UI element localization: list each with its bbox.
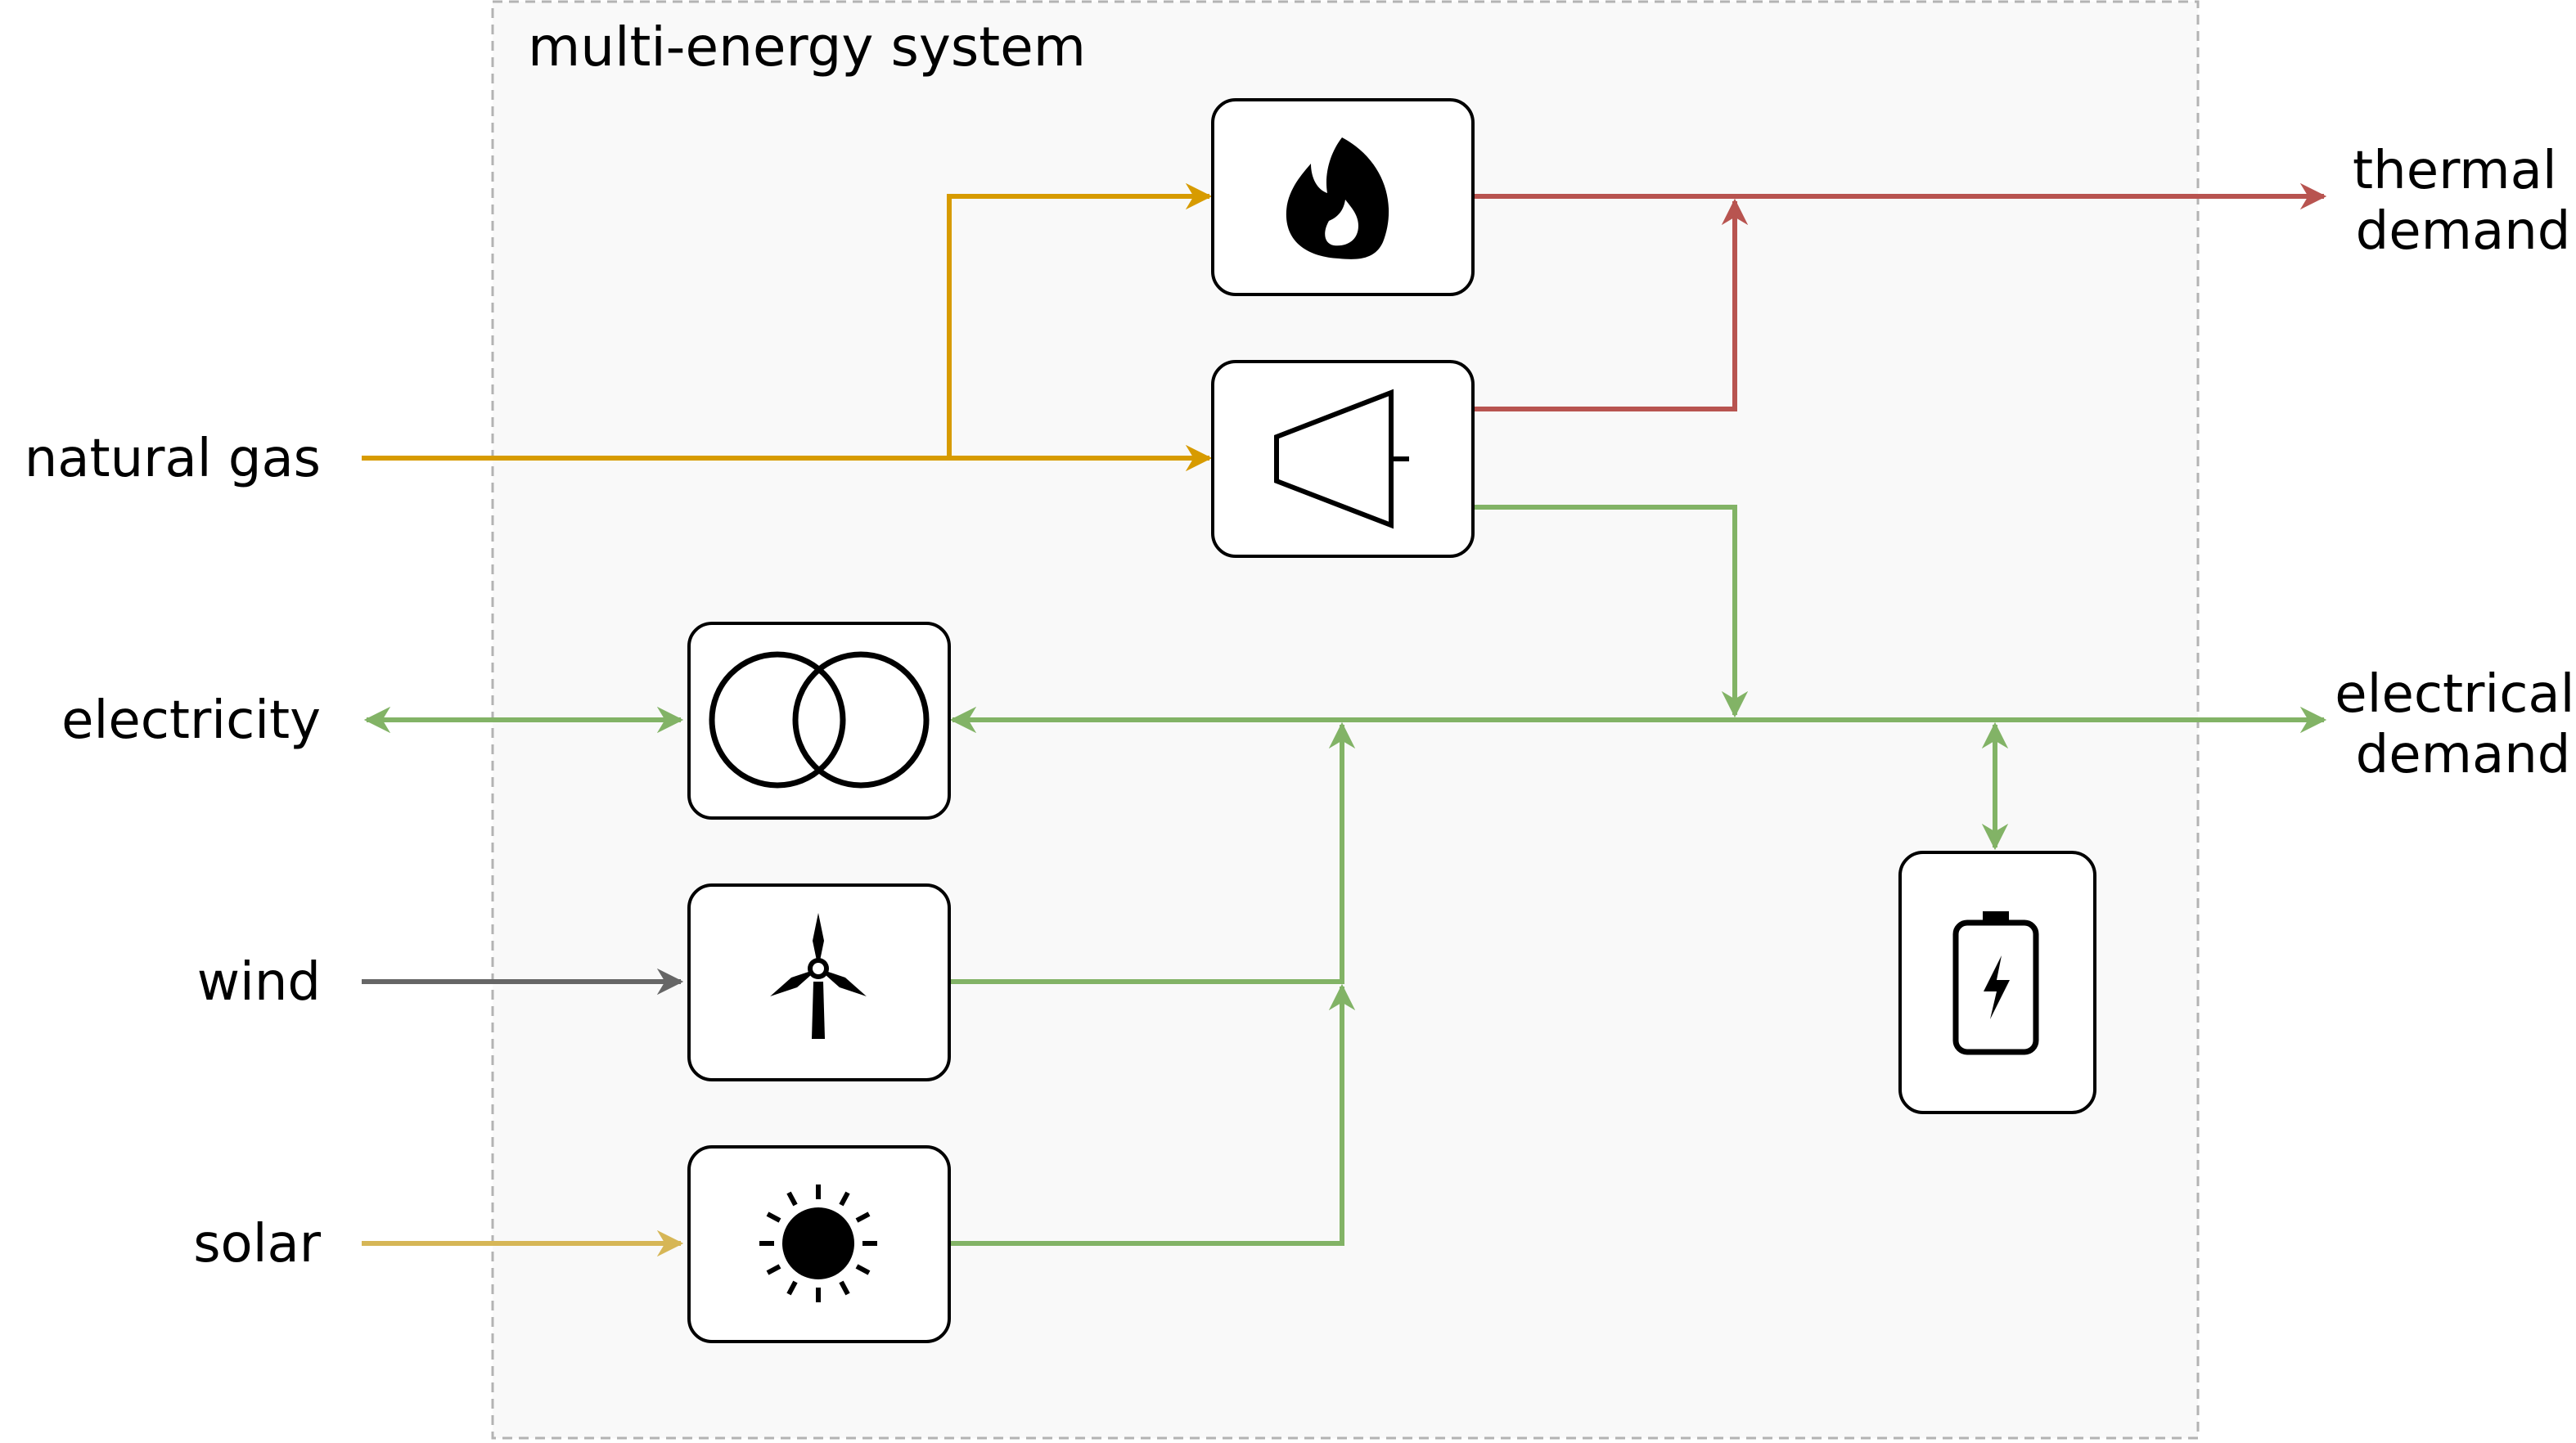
- solar-label: solar: [193, 1214, 322, 1274]
- wind-turbine-box[interactable]: [687, 883, 951, 1081]
- transformer-box[interactable]: [687, 622, 951, 820]
- thermal-flows: [1471, 182, 2327, 411]
- sun-icon: [759, 1185, 877, 1302]
- wind-label: wind: [197, 952, 321, 1013]
- chp-to-bus-arrow: [1471, 505, 1749, 718]
- turbine-icon: [1274, 389, 1409, 529]
- chp-to-thermal-bus-arrow: [1471, 198, 1749, 411]
- battery-icon: [1952, 911, 2039, 1055]
- system-title: multi-energy system: [528, 16, 1086, 79]
- electrical-flows: [363, 505, 2327, 1246]
- transformer-icon: [709, 651, 930, 789]
- flame-icon: [1286, 137, 1389, 259]
- electrical-demand-line1: electrical: [2335, 664, 2574, 725]
- pv-box[interactable]: [687, 1145, 951, 1343]
- chp-box[interactable]: [1211, 360, 1475, 558]
- solar-to-bus-arrow: [948, 983, 1356, 1246]
- wind-turbine-icon: [770, 913, 867, 1039]
- wind-to-bus-arrow: [948, 722, 1356, 984]
- electricity-label: electricity: [61, 690, 321, 751]
- battery-box[interactable]: [1898, 851, 2096, 1114]
- gas-flows: [362, 182, 1213, 472]
- gas-to-boiler-arrow: [947, 182, 1213, 458]
- natural-gas-label: natural gas: [25, 429, 321, 489]
- thermal-demand-line2: demand: [2356, 201, 2571, 262]
- electrical-demand-label: electrical demand: [2335, 664, 2576, 785]
- thermal-demand-line1: thermal: [2353, 141, 2557, 201]
- thermal-demand-label: thermal demand: [2353, 141, 2574, 262]
- boiler-box[interactable]: [1211, 98, 1475, 296]
- electrical-demand-line2: demand: [2356, 725, 2571, 785]
